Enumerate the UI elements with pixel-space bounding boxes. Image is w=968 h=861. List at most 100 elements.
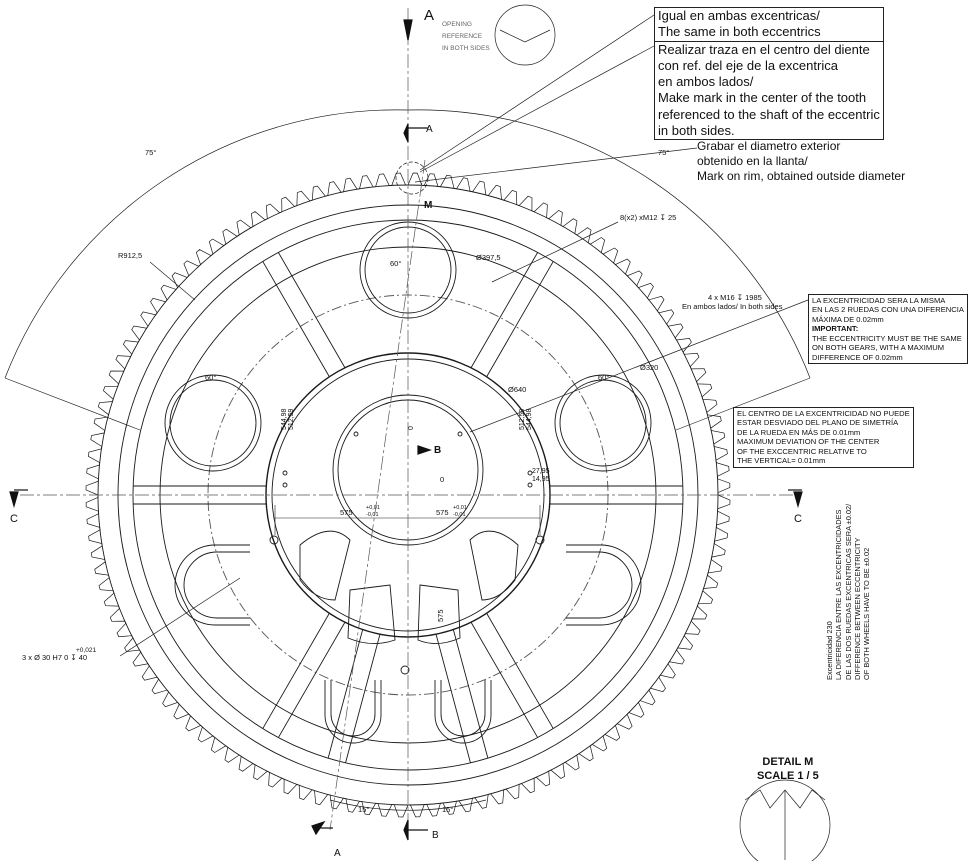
leader-engrave xyxy=(414,147,698,183)
angle-15-right: 15° xyxy=(442,805,453,814)
spoke-edge-7 xyxy=(345,634,381,764)
angle-60-top: 60° xyxy=(390,259,401,268)
hub-pocket-3 xyxy=(417,584,461,644)
tap-hole-3 xyxy=(527,470,533,476)
dia-640-label: Ø640 xyxy=(508,385,526,394)
spoke-edge-7 xyxy=(327,629,364,759)
right-lower-slot xyxy=(566,544,642,626)
angle-75-right: 75° xyxy=(658,148,669,157)
tap-hole-6 xyxy=(457,431,463,437)
eccentric-axis-line xyxy=(329,159,426,831)
section-a-top-arrow xyxy=(403,123,409,143)
note-line: in both sides. xyxy=(658,122,735,138)
zero-center: 0 xyxy=(440,475,444,484)
section-marks xyxy=(9,19,803,841)
note-eccentrics-body: Realizar traza en el centro del diente c… xyxy=(654,40,884,140)
note-line: OF THE EXCCENTRIC RELATIVE TO xyxy=(737,446,867,456)
note-deviation: EL CENTRO DE LA EXCENTRICIDAD NO PUEDE E… xyxy=(733,407,914,468)
detail-title: DETAIL M xyxy=(762,756,814,768)
dim-575-left: 575 xyxy=(340,508,353,517)
angle-15-left: 15° xyxy=(358,805,369,814)
section-b-center-label: B xyxy=(434,445,441,456)
note-line: referenced to the shaft of the eccentric xyxy=(658,106,880,122)
note-line: Excentricidad 230 xyxy=(825,621,834,680)
note-line: con ref. del eje de la excentrica xyxy=(658,57,838,73)
note-line: MÁXIMA DE 0.02mm xyxy=(812,314,884,324)
spoke-edge-5 xyxy=(277,622,346,738)
note-line: Make mark in the center of the tooth xyxy=(658,90,867,106)
spoke-edge-6 xyxy=(452,629,489,759)
note-line: Igual en ambas excentricas/ xyxy=(658,8,820,23)
dim-575-right-tol-dn: -0,01 xyxy=(453,512,466,518)
section-a-view-arrow xyxy=(403,19,413,41)
spoke-edge-1 xyxy=(262,261,330,377)
note-line: THE ECCENTRICITY MUST BE THE SAME xyxy=(812,333,962,343)
angle-60-right: 60° xyxy=(598,373,609,382)
dim-75-left-ext xyxy=(4,377,141,431)
opening-detail-notch xyxy=(499,29,551,43)
left-window-inner xyxy=(169,379,257,467)
spoke-edge-4 xyxy=(470,622,539,738)
note-line: EL CENTRO DE LA EXCENTRICIDAD NO PUEDE xyxy=(737,409,910,418)
note-line: Mark on rim, obtained outside diameter xyxy=(697,169,906,183)
detail-scale: SCALE 1 / 5 xyxy=(757,769,819,782)
dim-2795: 27,95 xyxy=(532,468,550,475)
leader-lines xyxy=(119,4,831,861)
dim-575-right-tol-up: +0,01 xyxy=(453,505,467,511)
dowel-hole-bottom xyxy=(400,665,410,675)
svg-labels: A A A B B C C M R912,5 Ø397,5 Ø640 Ø320 … xyxy=(10,7,802,859)
note-line: The same in both eccentrics xyxy=(658,24,821,40)
bottom-right-slot-inner xyxy=(440,680,486,737)
note-engrave: Grabar el diametro exterior obtenido en … xyxy=(697,139,905,184)
leader-eccentrics-2 xyxy=(419,45,655,173)
note-line: MAXIMUM DEVIATION OF THE CENTER xyxy=(737,437,880,447)
note-line: EN LAS 2 RUEDAS CON UNA DIFERENCIA xyxy=(812,305,964,315)
angle-75-arc xyxy=(4,109,409,379)
section-a-top-label: A xyxy=(424,7,434,24)
leader-h7 xyxy=(119,577,241,657)
angle-15-arc xyxy=(329,799,487,811)
dia-320-label: Ø320 xyxy=(640,363,658,372)
section-a-bottom-label: A xyxy=(334,848,341,859)
opening-note: OPENING REFERENCE IN BOTH SIDES xyxy=(442,21,490,52)
spoke-edge-0 xyxy=(470,252,539,368)
note-important: IMPORTANT: xyxy=(812,324,859,334)
leader-eccentrics-1 xyxy=(419,14,655,171)
dim-575-left-tol-up: +0,01 xyxy=(366,505,380,511)
note-line: LA EXCENTRICIDAD SERA LA MISMA xyxy=(812,296,946,305)
opening-line-1: OPENING xyxy=(442,21,472,28)
note-difference: Excentricidad 230 LA DIFERENCIA ENTRE LA… xyxy=(785,504,871,680)
detail-m-circle xyxy=(739,779,831,861)
leader-r912 xyxy=(149,261,196,301)
spoke-edge-5 xyxy=(262,613,330,729)
right-window-inner xyxy=(559,379,647,467)
gear-geometry xyxy=(4,109,811,818)
section-c-right-arrow xyxy=(793,491,803,509)
section-c-right-label: C xyxy=(794,513,802,525)
note-difference-rotated: Excentricidad 230 LA DIFERENCIA ENTRE LA… xyxy=(825,504,871,680)
dowel-hole-right xyxy=(535,535,545,545)
right-window-outer xyxy=(554,374,652,472)
note-eccentricity: LA EXCENTRICIDAD SERA LA MISMA EN LAS 2 … xyxy=(808,294,968,365)
left-lower-slot xyxy=(174,544,250,626)
section-b-center-arrow xyxy=(417,445,432,455)
opening-line-2: REFERENCE xyxy=(442,33,483,40)
section-a-mid-label: A xyxy=(426,124,433,135)
opening-detail-circle xyxy=(494,4,556,66)
right-lower-slot-inner xyxy=(566,551,633,619)
note-line: DIFFERENCE BETWEEN ECCENTRICITY xyxy=(852,537,862,680)
holes-h7-label: 3 x Ø 30 H7 0 ↧ 40 xyxy=(22,653,87,662)
note-line: LA DIFERENCIA ENTRE LAS EXCENTRICIDADES xyxy=(834,509,844,680)
bottom-left-slot-inner xyxy=(330,680,376,737)
spokes xyxy=(133,252,683,764)
hub-pocket-1 xyxy=(299,530,351,601)
spoke-edge-4 xyxy=(486,613,554,729)
section-a-bottom-arrow xyxy=(311,820,326,836)
bottom-right-slot xyxy=(434,680,492,744)
dim-544-right: 544,98 xyxy=(526,408,533,430)
note-line: Grabar el diametro exterior xyxy=(697,139,841,153)
dim-575-vertical: 575 xyxy=(436,609,445,622)
dim-575-right: 575 xyxy=(436,508,449,517)
leader-eccentricity xyxy=(469,299,809,433)
